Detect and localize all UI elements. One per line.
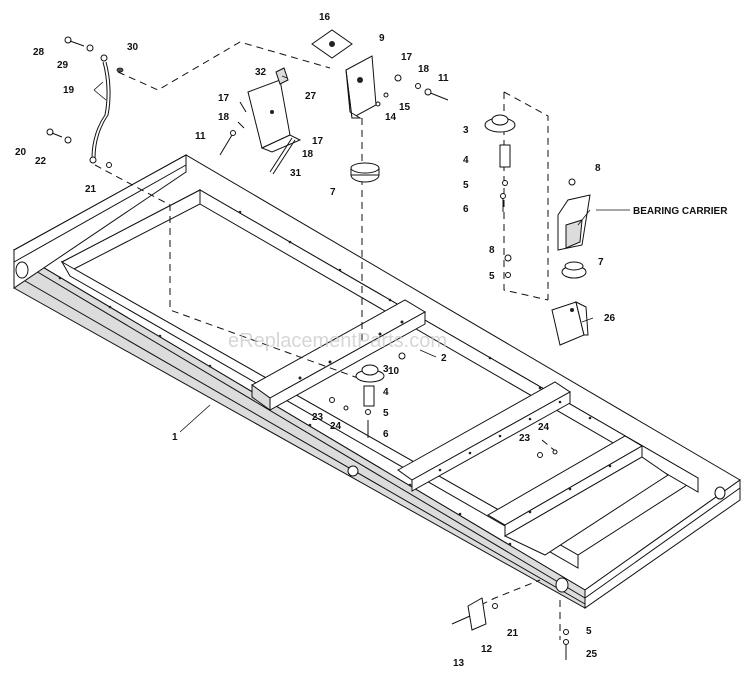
label-11-right: 11: [438, 73, 449, 84]
label-26: 26: [604, 313, 616, 324]
label-21-top: 21: [85, 184, 97, 195]
label-29: 29: [57, 60, 69, 71]
label-4-center: 4: [383, 387, 389, 398]
label-1: 1: [172, 432, 178, 443]
label-4-right: 4: [463, 155, 469, 166]
label-24-left: 24: [330, 421, 342, 432]
label-3-right: 3: [463, 125, 469, 136]
label-25: 25: [586, 649, 598, 660]
label-24-right: 24: [538, 422, 550, 433]
label-7-left: 7: [330, 187, 336, 198]
label-17-right: 17: [401, 52, 413, 63]
label-28: 28: [33, 47, 45, 58]
label-21-bottom: 21: [507, 628, 519, 639]
label-13: 13: [453, 658, 465, 669]
label-23-left: 23: [312, 412, 324, 423]
label-5-center: 5: [383, 408, 389, 419]
channel-members: [397, 381, 669, 556]
part-number-labels: 1 2 3 3 4 4 5 5 5 5 6 6 7 7 8 8 9 10 11 …: [15, 12, 616, 669]
label-23-right: 23: [519, 433, 531, 444]
label-11-left: 11: [195, 131, 206, 142]
label-5-right-b: 5: [489, 271, 495, 282]
assembly-lines: [94, 41, 561, 640]
label-7-right: 7: [598, 257, 604, 268]
label-16: 16: [319, 12, 331, 23]
cross-member: [251, 299, 427, 411]
label-6-right: 6: [463, 204, 469, 215]
label-18-mid: 18: [302, 149, 314, 160]
label-31: 31: [290, 168, 302, 179]
label-19: 19: [63, 85, 75, 96]
leader-lines: [93, 75, 630, 433]
label-18-right: 18: [418, 64, 430, 75]
label-6-center: 6: [383, 429, 389, 440]
label-14: 14: [385, 112, 397, 123]
label-22: 22: [35, 156, 47, 167]
watermark-text: eReplacementParts.com: [228, 330, 447, 352]
label-5-right-a: 5: [463, 180, 469, 191]
label-8-top: 8: [595, 163, 601, 174]
label-5-bottom: 5: [586, 626, 592, 637]
label-10: 10: [388, 366, 400, 377]
hardware-parts: [46, 29, 591, 660]
label-12: 12: [481, 644, 493, 655]
label-30: 30: [127, 42, 139, 53]
label-17-mid: 17: [312, 136, 324, 147]
label-2: 2: [441, 353, 447, 364]
label-18-left: 18: [218, 112, 230, 123]
bearing-carrier-callout: BEARING CARRIER: [633, 206, 728, 217]
label-15: 15: [399, 102, 411, 113]
label-20: 20: [15, 147, 27, 158]
label-27: 27: [305, 91, 317, 102]
label-8-mid: 8: [489, 245, 495, 256]
label-32: 32: [255, 67, 267, 78]
label-9: 9: [379, 33, 385, 44]
label-3-center: 3: [383, 364, 389, 375]
label-17-left: 17: [218, 93, 230, 104]
